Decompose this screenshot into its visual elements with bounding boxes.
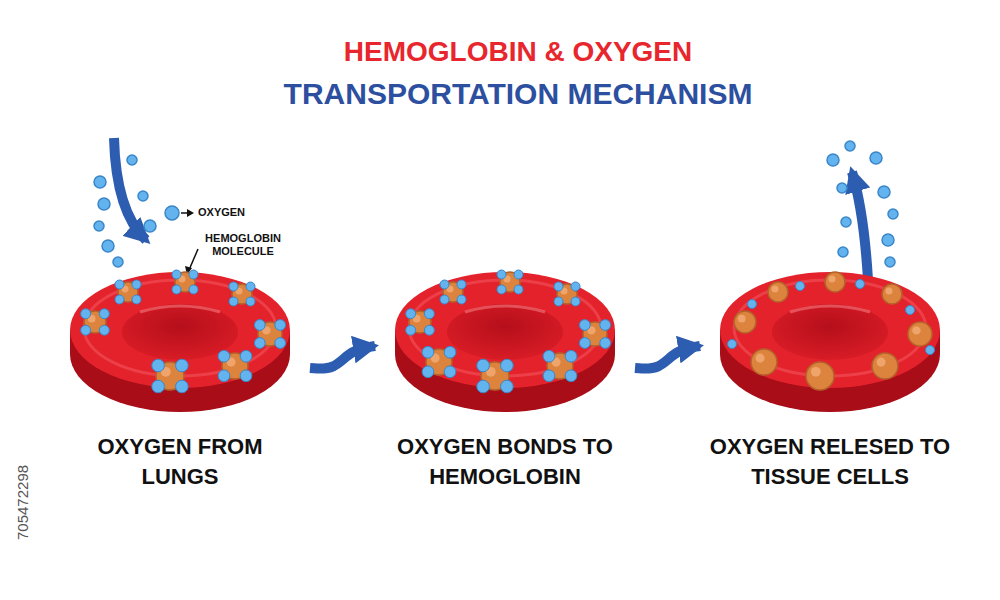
incoming-oxygen — [94, 138, 198, 275]
stage-caption: OXYGEN FROM LUNGS — [70, 432, 290, 491]
outgoing-oxygen — [827, 141, 898, 280]
watermark-number: 705472298 — [14, 465, 32, 540]
cell-illustration — [50, 250, 310, 426]
red-blood-cell — [395, 270, 615, 412]
oxygen-dots — [827, 141, 898, 267]
cell-stage: OXYGEN BONDS TO HEMOGLOBIN — [375, 250, 635, 491]
oxygen-leader-head — [187, 209, 194, 217]
cell-stage: OXYGEN FROM LUNGS — [50, 250, 310, 491]
cell-illustration — [700, 250, 960, 426]
oxygen-key-dot — [165, 206, 179, 220]
part-label: HEMOGLOBIN MOLECULE — [198, 232, 288, 258]
hemoglobin-molecules — [728, 272, 935, 390]
part-label: OXYGEN — [198, 206, 245, 219]
title: HEMOGLOBIN & OXYGEN — [36, 36, 1000, 68]
stage-caption: OXYGEN BONDS TO HEMOGLOBIN — [393, 432, 618, 491]
cell-illustration — [375, 250, 635, 426]
oxygen-out-arrow — [852, 172, 868, 280]
hemoglobin-leader — [189, 249, 198, 270]
oxygen-in-arrow — [114, 138, 146, 240]
red-blood-cell — [720, 272, 940, 412]
cell-stage: OXYGEN RELESED TO TISSUE CELLS — [700, 250, 960, 491]
hemoglobin-molecules — [81, 270, 286, 393]
subtitle: TRANSPORTATION MECHANISM — [36, 76, 1000, 112]
stage-caption: OXYGEN RELESED TO TISSUE CELLS — [708, 432, 953, 491]
flow-arrow — [635, 346, 700, 369]
oxygen-dots — [94, 155, 156, 267]
flow-arrow — [310, 346, 375, 369]
red-blood-cell — [70, 270, 290, 412]
hemoglobin-molecules — [406, 270, 611, 393]
